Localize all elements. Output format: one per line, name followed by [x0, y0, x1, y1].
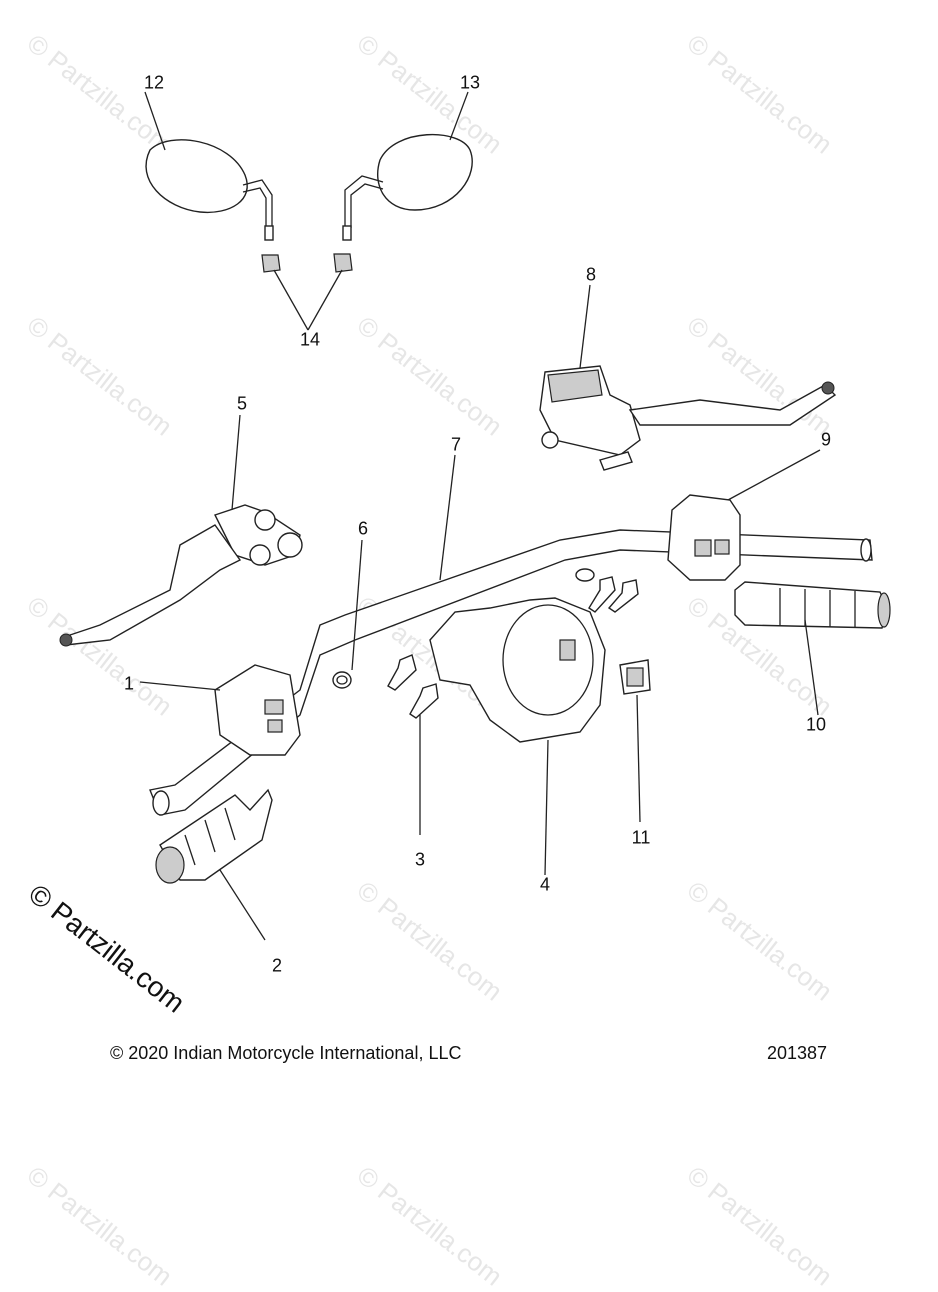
callout-6: 6	[357, 518, 369, 539]
right-mirror	[333, 133, 473, 273]
footer-copyright: © 2020 Indian Motorcycle International, …	[110, 1043, 462, 1063]
bolts	[387, 568, 639, 719]
callout-10: 10	[805, 714, 827, 735]
instrument-housing	[429, 597, 606, 743]
exploded-view-drawing	[59, 91, 891, 941]
parts-diagram: © Partzilla.com © Partzilla.com © Partzi…	[22, 28, 891, 1292]
callout-13: 13	[459, 72, 481, 93]
callout-14: 14	[299, 329, 321, 350]
callout-5: 5	[236, 393, 248, 414]
callout-9: 9	[820, 429, 832, 450]
callout-1: 1	[123, 673, 135, 694]
right-grip	[734, 581, 891, 629]
left-grip	[155, 788, 273, 884]
accessory-switch	[619, 659, 651, 695]
callout-11: 11	[631, 827, 651, 848]
leader-lines	[139, 91, 821, 941]
left-mirror	[145, 139, 281, 273]
callout-2: 2	[271, 955, 283, 976]
right-switch-housing	[667, 494, 741, 581]
callout-8: 8	[585, 264, 597, 285]
diagram-number: 201387	[767, 1043, 828, 1063]
clutch-lever	[59, 504, 303, 647]
callout-3: 3	[414, 849, 426, 870]
master-cylinder-lever	[539, 365, 837, 471]
callout-7: 7	[450, 434, 462, 455]
callout-12: 12	[143, 72, 165, 93]
hose-clamp	[332, 671, 352, 689]
callout-4: 4	[539, 874, 551, 895]
left-switch-housing	[214, 664, 301, 756]
